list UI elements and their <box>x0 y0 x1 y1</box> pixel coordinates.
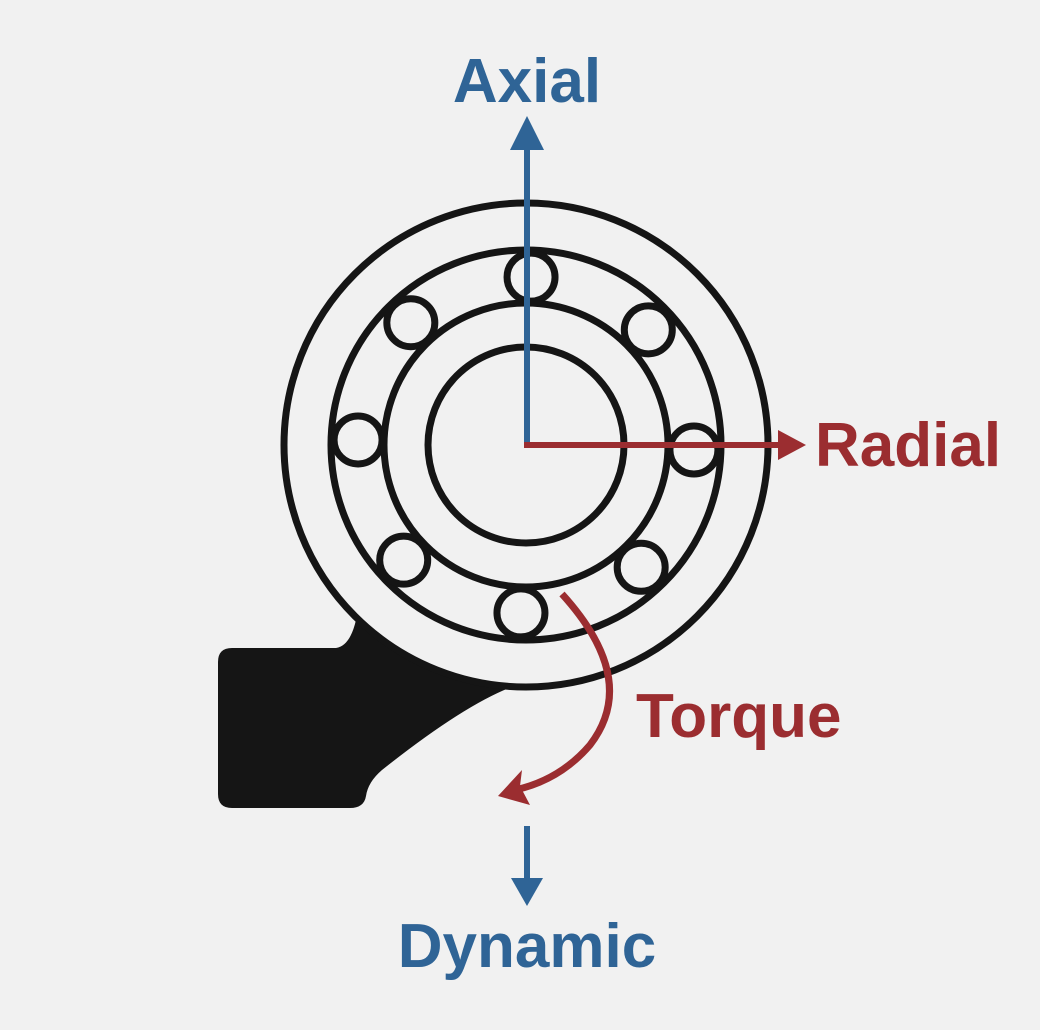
bearing-ball <box>613 539 669 595</box>
dynamic-label: Dynamic <box>398 912 656 981</box>
torque-label: Torque <box>636 682 842 751</box>
bearing-ball <box>330 412 386 468</box>
bearing-ball <box>620 302 676 358</box>
bearing-ball <box>383 295 439 351</box>
axial-arrow <box>510 116 544 447</box>
ball-set <box>330 249 722 641</box>
bearing-ball <box>503 249 559 305</box>
bearing-ball <box>493 585 549 641</box>
radial-arrow <box>524 430 806 460</box>
bearing-ball <box>666 422 722 478</box>
bearing-ball <box>376 532 432 588</box>
torque-arrow <box>498 591 613 805</box>
axial-label: Axial <box>453 47 601 116</box>
dynamic-arrow <box>511 826 543 906</box>
radial-label: Radial <box>815 411 1001 480</box>
